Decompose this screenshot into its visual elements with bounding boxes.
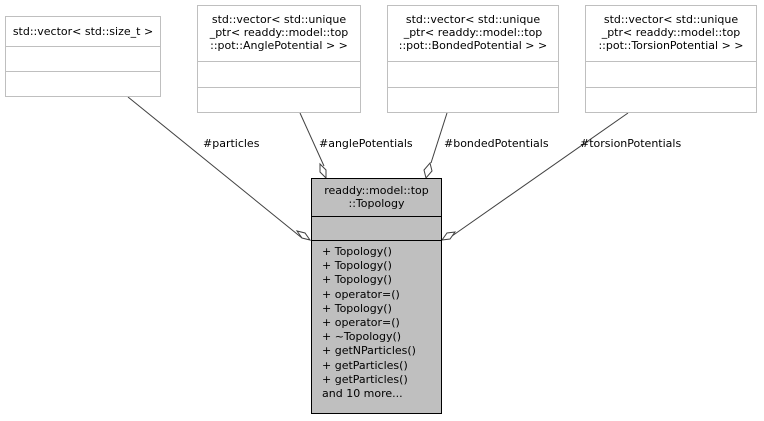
class-attributes-section bbox=[6, 47, 160, 72]
edge-particles bbox=[127, 96, 303, 239]
class-methods-section bbox=[388, 88, 558, 112]
method-more: and 10 more... bbox=[322, 387, 403, 401]
edge-angle bbox=[299, 112, 325, 167]
class-attributes-section bbox=[586, 62, 756, 88]
edge-torsion bbox=[451, 112, 629, 237]
class-box-bonded-vector: std::vector< std::unique _ptr< readdy::m… bbox=[387, 5, 559, 113]
class-attributes-section bbox=[312, 217, 441, 241]
method-item: + Topology() bbox=[322, 273, 392, 287]
edge-bonded bbox=[430, 112, 448, 164]
method-item: + getParticles() bbox=[322, 372, 408, 386]
class-title-line: ::pot::AnglePotential > > bbox=[210, 39, 348, 52]
method-item: + getParticles() bbox=[322, 358, 408, 372]
class-title: std::vector< std::unique _ptr< readdy::m… bbox=[586, 6, 756, 62]
class-title: std::vector< std::unique _ptr< readdy::m… bbox=[388, 6, 558, 62]
class-box-topology: readdy::model::top ::Topology + Topology… bbox=[311, 178, 442, 414]
class-title-line: _ptr< readdy::model::top bbox=[209, 26, 349, 39]
class-methods-section bbox=[198, 88, 360, 112]
class-title-line: ::pot::BondedPotential > > bbox=[398, 39, 548, 52]
class-attributes-section bbox=[198, 62, 360, 88]
method-item: + getNParticles() bbox=[322, 344, 416, 358]
edge-label-angle: #anglePotentials bbox=[319, 137, 413, 150]
class-box-torsion-vector: std::vector< std::unique _ptr< readdy::m… bbox=[585, 5, 757, 113]
edge-label-bonded: #bondedPotentials bbox=[444, 137, 549, 150]
class-attributes-section bbox=[388, 62, 558, 88]
class-methods-section bbox=[6, 72, 160, 96]
method-item: + Topology() bbox=[322, 301, 392, 315]
method-item: + operator=() bbox=[322, 287, 400, 301]
edge-torsion-diamond bbox=[440, 231, 457, 241]
class-title-line: readdy::model::top bbox=[324, 184, 429, 197]
class-title-line: std::vector< std::unique bbox=[603, 13, 739, 26]
edge-particles-diamond bbox=[295, 230, 312, 241]
class-title-line: std::vector< std::unique bbox=[211, 13, 347, 26]
class-methods-section: + Topology() + Topology() + Topology() +… bbox=[312, 241, 441, 413]
edge-label-torsion: #torsionPotentials bbox=[580, 137, 681, 150]
class-title: std::vector< std::size_t > bbox=[6, 17, 160, 47]
method-item: + Topology() bbox=[322, 245, 392, 258]
method-item: + Topology() bbox=[322, 259, 392, 273]
method-item: + operator=() bbox=[322, 316, 400, 330]
class-title: readdy::model::top ::Topology bbox=[312, 179, 441, 217]
class-methods-section bbox=[586, 88, 756, 112]
edge-label-particles: #particles bbox=[203, 137, 260, 150]
class-title-line: ::pot::TorsionPotential > > bbox=[598, 39, 744, 52]
class-title-line: std::vector< std::unique bbox=[405, 13, 541, 26]
method-item: + ~Topology() bbox=[322, 330, 402, 344]
class-box-size-vector: std::vector< std::size_t > bbox=[5, 16, 161, 97]
class-title-line: _ptr< readdy::model::top bbox=[601, 26, 741, 39]
class-title-line: _ptr< readdy::model::top bbox=[403, 26, 543, 39]
class-title-line: ::Topology bbox=[348, 197, 405, 210]
class-box-angle-vector: std::vector< std::unique _ptr< readdy::m… bbox=[197, 5, 361, 113]
edge-angle-diamond bbox=[319, 162, 327, 180]
edge-bonded-diamond bbox=[423, 161, 433, 180]
class-title: std::vector< std::unique _ptr< readdy::m… bbox=[198, 6, 360, 62]
